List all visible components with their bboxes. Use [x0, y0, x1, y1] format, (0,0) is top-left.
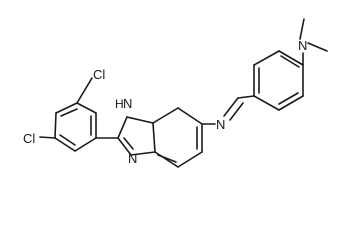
c-cl-bond — [39, 136, 56, 139]
bond — [253, 50, 280, 66]
bond — [54, 112, 57, 139]
ring-nitrogen-label: N — [128, 151, 137, 166]
n-methyl-bond — [299, 18, 305, 40]
bond — [54, 137, 76, 152]
bond — [280, 55, 300, 68]
bond — [152, 107, 179, 124]
bond — [154, 151, 179, 168]
bond — [76, 102, 97, 114]
nh-hydrogen-label: H — [115, 97, 124, 111]
bond — [177, 151, 203, 168]
bond — [152, 122, 156, 153]
bond — [177, 107, 203, 125]
bond — [126, 116, 154, 124]
benzo-ring — [152, 107, 203, 168]
molecule-svg: Cl Cl H N — [23, 18, 328, 168]
bond — [123, 137, 134, 150]
chlorine-upper-label: Cl — [93, 67, 105, 82]
bond — [157, 154, 177, 163]
ch-aryl-bond — [237, 95, 255, 99]
imine-nitrogen-label: N — [216, 117, 225, 132]
n-ch-bond — [223, 97, 239, 117]
bond — [74, 137, 97, 152]
c-cl-bond — [76, 77, 93, 104]
dichlorophenyl-ring — [54, 102, 97, 152]
aminophenyl-ring — [253, 50, 304, 111]
bond — [278, 92, 299, 105]
n-methyl-bond — [307, 42, 328, 52]
imidazole-ring — [117, 116, 156, 156]
bond — [253, 95, 280, 111]
bond — [278, 95, 304, 111]
structure-diagram: Cl Cl H N — [23, 18, 328, 168]
chlorine-left-label: Cl — [23, 131, 35, 146]
nh-nitrogen-label: N — [123, 96, 132, 111]
bond — [59, 134, 76, 146]
amine-nitrogen-label: N — [298, 38, 307, 53]
bond — [55, 102, 78, 114]
bond — [117, 137, 132, 156]
bond — [130, 151, 156, 156]
bond — [60, 108, 78, 117]
bond — [278, 50, 304, 66]
bond — [117, 116, 128, 139]
n-ch-double-bond — [229, 102, 244, 121]
